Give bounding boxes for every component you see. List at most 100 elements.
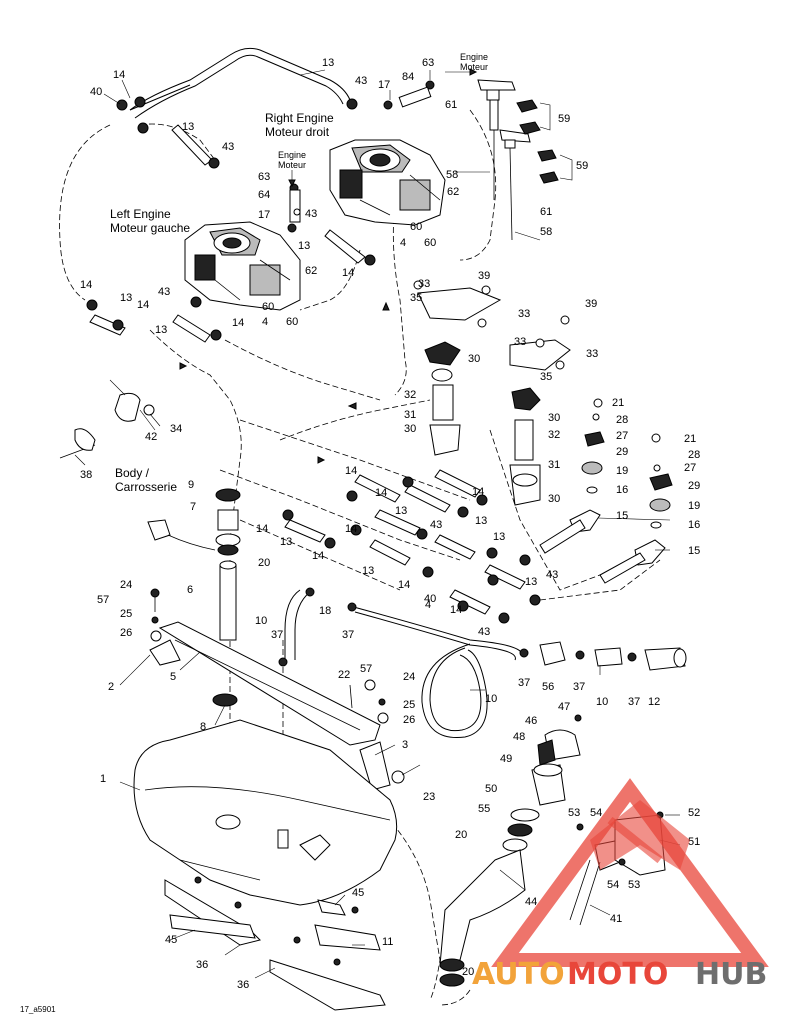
callout: 13 — [475, 515, 487, 527]
callout: 32 — [404, 389, 416, 401]
callout: 1 — [100, 773, 106, 785]
callout: 13 — [525, 576, 537, 588]
callout: 2 — [108, 681, 114, 693]
callout: 12 — [648, 696, 660, 708]
left-engine-carburetor — [184, 221, 301, 311]
callout: 62 — [447, 186, 459, 198]
callout: 17 — [258, 209, 270, 221]
callout: 20 — [462, 966, 474, 978]
callout: 54 — [607, 879, 619, 891]
callout: 16 — [616, 484, 628, 496]
callout: 35 — [540, 371, 552, 383]
callout: 60 — [410, 221, 422, 233]
callout: 27 — [684, 462, 696, 474]
callout: 14 — [232, 317, 244, 329]
callout: 43 — [305, 208, 317, 220]
right-engine-label-fr: Moteur droit — [265, 125, 330, 139]
leader-lines — [74, 69, 681, 979]
callout: 4 — [400, 237, 406, 249]
callout: 13 — [322, 57, 334, 69]
callout: 14 — [375, 487, 387, 499]
engine-top-label: Engine — [460, 52, 488, 62]
callout: 34 — [170, 423, 182, 435]
callout: 33 — [514, 336, 526, 348]
callout: 14 — [342, 267, 354, 279]
tank-support — [149, 621, 405, 791]
callout: 57 — [97, 594, 109, 606]
callout: 11 — [382, 936, 393, 948]
callout: 5 — [170, 671, 176, 683]
callout: 29 — [688, 480, 700, 492]
callout: 28 — [688, 449, 700, 461]
callout: 10 — [596, 696, 608, 708]
watermark-triangle — [491, 778, 769, 967]
callout: 17 — [378, 79, 390, 91]
fuel-tank — [133, 719, 398, 906]
callout: 26 — [120, 627, 132, 639]
callout: 63 — [258, 171, 270, 183]
callout: 63 — [422, 57, 434, 69]
body-label: Body / — [115, 466, 150, 480]
callout: 60 — [286, 316, 298, 328]
watermark-auto: AUTO — [472, 957, 565, 992]
callout: 14 — [345, 465, 357, 477]
callout: 18 — [319, 605, 331, 617]
callout: 57 — [360, 663, 372, 675]
callout: 43 — [158, 286, 170, 298]
right-engine-label: Right Engine — [265, 111, 334, 125]
callout: 37 — [628, 696, 640, 708]
valves — [539, 431, 673, 584]
callout: 60 — [424, 237, 436, 249]
callout: 28 — [616, 414, 628, 426]
callout: 31 — [548, 459, 560, 471]
callout: 24 — [120, 579, 132, 591]
callout: 9 — [188, 479, 194, 491]
callout: 59 — [576, 160, 588, 172]
callout: 44 — [525, 896, 537, 908]
callout: 48 — [513, 731, 525, 743]
callout: 30 — [404, 423, 416, 435]
callout-numbers: 1 2 3 4 4 4 5 6 7 8 9 10 10 10 11 12 13 … — [80, 57, 700, 991]
callout: 3 — [402, 739, 408, 751]
callout: 46 — [525, 715, 537, 727]
left-engine-label: Left Engine — [110, 207, 171, 221]
callout: 33 — [418, 278, 430, 290]
callout: 52 — [688, 807, 700, 819]
callout: 20 — [455, 829, 467, 841]
callout: 13 — [395, 505, 407, 517]
callout: 14 — [450, 604, 462, 616]
mid-hoses — [86, 80, 637, 667]
body-label-fr: Carrosserie — [115, 480, 177, 494]
callout: 53 — [628, 879, 640, 891]
callout: 10 — [485, 693, 497, 705]
inline-fittings — [289, 86, 687, 671]
callout: 27 — [616, 430, 628, 442]
callout: 43 — [430, 519, 442, 531]
callout: 37 — [342, 629, 354, 641]
direction-arrows — [179, 68, 478, 464]
watermark-hub: HUB — [695, 957, 767, 992]
callout: 56 — [542, 681, 554, 693]
callout: 13 — [362, 565, 374, 577]
callout: 10 — [255, 615, 267, 627]
callout: 14 — [312, 550, 324, 562]
callout: 6 — [187, 584, 193, 596]
callout: 25 — [120, 608, 132, 620]
callout: 4 — [262, 316, 268, 328]
callout: 47 — [558, 701, 570, 713]
watermark-moto: MOTO — [567, 957, 668, 992]
callout: 15 — [688, 545, 700, 557]
callout: 62 — [305, 265, 317, 277]
primer-assembly — [477, 79, 573, 241]
left-engine-label-fr: Moteur gauche — [110, 221, 190, 235]
callout: 36 — [237, 979, 249, 991]
filler-neck — [439, 729, 666, 987]
fuel-pumps-filters — [417, 287, 571, 506]
callout: 25 — [403, 699, 415, 711]
callout: 39 — [585, 298, 597, 310]
callout: 24 — [403, 671, 415, 683]
callout: 19 — [688, 500, 700, 512]
callout: 51 — [688, 836, 700, 848]
callout: 39 — [478, 270, 490, 282]
